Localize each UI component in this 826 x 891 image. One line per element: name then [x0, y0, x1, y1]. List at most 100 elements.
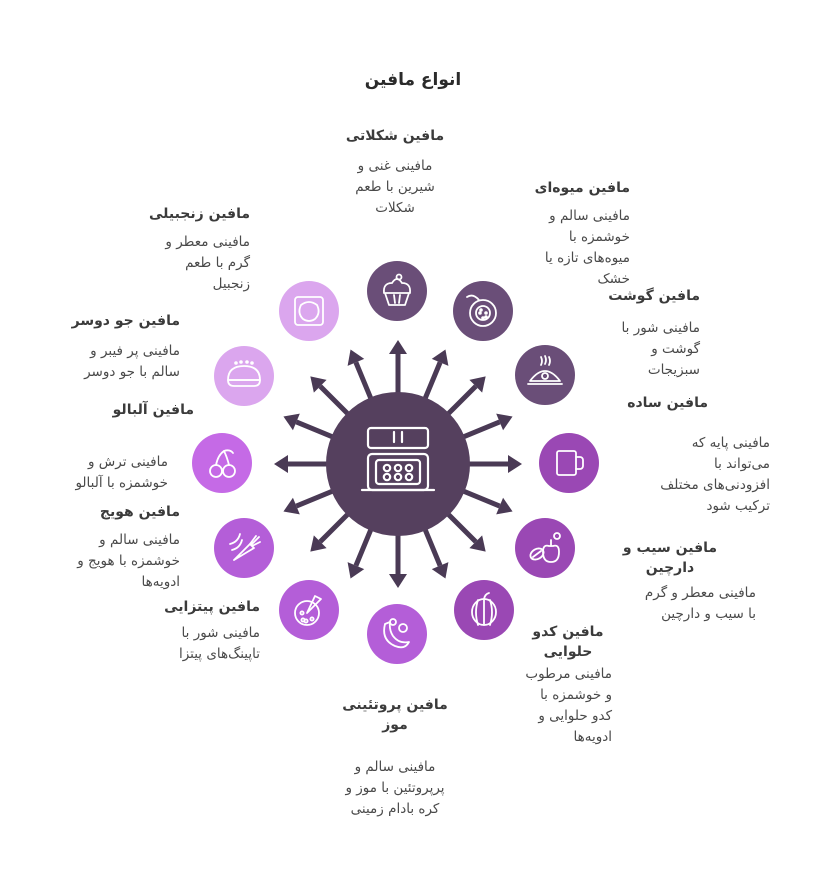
node-meat	[515, 345, 575, 405]
carrot-title: مافین هویج	[99, 504, 180, 520]
carrot-desc-line: خوشمزه با هویج و	[77, 553, 180, 569]
arrow	[422, 527, 449, 579]
label-cherry: مافین آلبالو	[70, 400, 194, 420]
node-ginger	[279, 281, 339, 341]
ginger-title: مافین زنجبیلی	[149, 206, 250, 222]
cherry-icon	[209, 449, 236, 478]
label-oat: مافین جو دوسر مافینی پر فیبر و سالم با ج…	[50, 311, 180, 383]
ginger-desc-line: گرم با طعم	[185, 255, 250, 271]
fruit-desc-line: خوشمزه با	[568, 229, 630, 245]
ginger-desc: مافینی معطر و گرم با طعم زنجبیل	[130, 232, 250, 295]
ginger-desc-line: زنجبیل	[212, 276, 250, 292]
node-circle	[214, 346, 274, 406]
pizza-desc-line: مافینی شور با	[181, 625, 260, 641]
carrot-desc-line: مافینی سالم و	[99, 532, 180, 548]
ginger-desc-line: مافینی معطر و	[165, 234, 250, 250]
pumpkin-title: مافین کدو حلوایی	[532, 624, 604, 660]
muffin-tray-icon	[360, 426, 436, 492]
pizza-title: مافین پیتزایی	[164, 599, 260, 615]
label-cherry-desc: مافینی ترش و خوشمزه با آلبالو	[40, 452, 168, 494]
node-plain	[539, 433, 599, 493]
meat-desc: مافینی شور با گوشت و سبزیجات	[580, 318, 700, 381]
label-chocolate: مافین شکلاتی مافینی غنی و شیرین با طعم ش…	[330, 126, 460, 219]
node-carrot	[214, 518, 274, 578]
oat-desc: مافینی پر فیبر و سالم با جو دوسر	[50, 341, 180, 383]
banana-desc-line: کره بادام زمینی	[350, 801, 440, 817]
apple-desc-line: با سیب و دارچین	[661, 606, 756, 622]
pumpkin-icon	[471, 592, 497, 626]
label-apple: مافین سیب و دارچین	[610, 538, 730, 578]
fruit-desc-line: مافینی سالم و	[549, 208, 630, 224]
oat-desc-line: سالم با جو دوسر	[84, 364, 180, 380]
arrow	[274, 455, 328, 473]
carrot-desc-line: ادویه‌ها	[141, 574, 180, 590]
arrow	[283, 488, 335, 515]
fruit-icon	[466, 294, 497, 327]
banana-desc-line: مافینی سالم و	[354, 759, 436, 775]
node-circle	[453, 281, 513, 341]
meat-title: مافین گوشت	[608, 288, 700, 304]
mug-icon	[556, 450, 584, 476]
cupcake-icon	[383, 273, 411, 306]
pizza-desc-line: تاپینگ‌های پیتزا	[178, 646, 260, 662]
label-pumpkin-desc: مافینی مرطوب و خوشمزه با کدو حلوایی و اد…	[500, 664, 612, 748]
arrow	[468, 455, 522, 473]
chocolate-desc-line: شیرین با طعم	[355, 179, 435, 195]
pumpkin-desc-line: کدو حلوایی و	[538, 708, 612, 724]
node-chocolate	[367, 261, 427, 321]
banana-desc: مافینی سالم و پرپروتئین با موز و کره باد…	[330, 757, 460, 820]
arrows-group	[274, 340, 522, 588]
arrow	[389, 534, 407, 588]
node-circle	[279, 281, 339, 341]
arrow	[461, 488, 513, 515]
banana-desc-line: پرپروتئین با موز و	[345, 780, 445, 796]
node-circle	[367, 261, 427, 321]
meat-desc-line: سبزیجات	[647, 362, 700, 378]
meat-desc-line: مافینی شور با	[621, 320, 700, 336]
fruit-desc-line: خشک	[597, 271, 630, 287]
pumpkin-desc-line: و خوشمزه با	[540, 687, 612, 703]
pizza-desc: مافینی شور با تاپینگ‌های پیتزا	[120, 623, 260, 665]
label-pumpkin: مافین کدو حلوایی	[528, 622, 608, 662]
node-pizza	[279, 580, 339, 640]
label-apple-desc: مافینی معطر و گرم با سیب و دارچین	[600, 583, 756, 625]
fruit-desc-line: میوه‌های تازه یا	[544, 250, 630, 266]
plain-desc-line: ترکیب شود	[706, 498, 770, 514]
diagram-title: انواع مافین	[364, 70, 462, 90]
meat-dish-icon	[527, 355, 563, 385]
node-fruit	[453, 281, 513, 341]
pumpkin-desc-line: ادویه‌ها	[573, 729, 612, 745]
carrot-desc: مافینی سالم و خوشمزه با هویج و ادویه‌ها	[40, 530, 180, 593]
arrow	[347, 349, 374, 401]
cherry-title: مافین آلبالو	[112, 402, 194, 418]
pizza-icon	[294, 595, 322, 626]
node-cherry	[192, 433, 252, 493]
cherry-desc-line: خوشمزه با آلبالو	[75, 475, 168, 491]
plain-desc-line: می‌تواند با	[714, 456, 770, 472]
node-circle	[367, 604, 427, 664]
banana-icon	[383, 618, 410, 649]
label-ginger: مافین زنجبیلی مافینی معطر و گرم با طعم ز…	[130, 204, 250, 295]
label-fruit: مافین میوه‌ای مافینی سالم و خوشمزه با می…	[510, 178, 630, 290]
plain-desc-line: افزودنی‌های مختلف	[660, 477, 770, 493]
apple-desc: مافینی معطر و گرم با سیب و دارچین	[600, 583, 756, 625]
arrow	[310, 376, 351, 417]
ginger-cookie-icon	[294, 296, 324, 326]
carrot-icon	[229, 533, 261, 561]
apple-title: مافین سیب و دارچین	[622, 540, 718, 576]
arrow	[389, 340, 407, 394]
oat-bun-icon	[227, 360, 261, 387]
label-plain: مافین ساده	[590, 393, 708, 413]
oat-title: مافین جو دوسر	[71, 313, 180, 329]
banana-title: مافین پروتئینی موز	[342, 697, 448, 733]
apple-desc-line: مافینی معطر و گرم	[644, 585, 756, 601]
node-circle	[515, 518, 575, 578]
fruit-desc: مافینی سالم و خوشمزه با میوه‌های تازه یا…	[510, 206, 630, 290]
pumpkin-desc-line: مافینی مرطوب	[525, 666, 612, 682]
node-oat	[214, 346, 274, 406]
node-circle	[192, 433, 252, 493]
node-circle	[539, 433, 599, 493]
arrow	[310, 511, 351, 552]
plain-desc-line: مافینی پایه که	[691, 435, 770, 451]
